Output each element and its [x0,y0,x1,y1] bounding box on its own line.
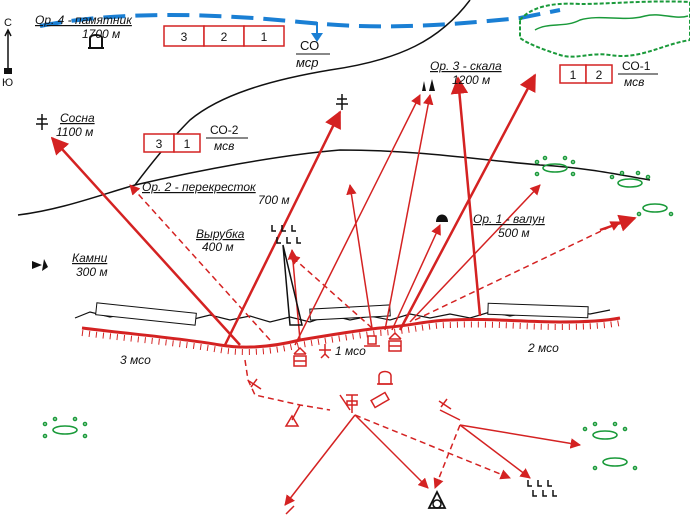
stones-icon [32,259,48,271]
monument-icon [88,34,104,49]
bush-icon [609,170,651,188]
pine-icon [36,114,48,130]
soldier-icon [319,344,331,359]
unit-box-number: 1 [261,30,268,44]
landmark-distance: 700 м [258,193,290,207]
weapon-icon [388,331,402,352]
unit-box-right: 1 2 СО-1 мсв [559,59,658,89]
bush-icon [582,421,628,440]
unit-box-number: 2 [221,30,228,44]
road-middle [134,149,651,186]
bush-icon [534,155,576,177]
clearing-icon [271,225,301,244]
unit-box-number: 1 [570,68,577,82]
clearing-icon-2 [527,480,557,497]
bush-icon [42,416,88,439]
landmark-distance: 1100 м [56,125,93,139]
landmark-name: Ор. 4 - памятник [35,13,133,27]
landmark-name: Ор. 2 - перекресток [142,180,257,194]
landmark-name: Ор. 3 - скала [430,59,502,73]
unit-label: СО [300,38,319,53]
observation-post-icon [427,489,447,509]
command-post-icon [364,335,380,347]
landmark-distance: 1200 м [452,73,490,87]
unit-sublabel: мсв [624,75,644,89]
sector-label: 1 мсо [335,344,366,358]
weapon-icon [293,346,307,367]
landmark-distance: 300 м [76,265,108,279]
landmark-name: Камни [72,251,108,265]
unit-label: СО-1 [622,59,651,73]
pine-icon [336,94,348,110]
front-line-red [81,316,621,349]
compass-icon [4,28,12,74]
road-lower [17,184,136,216]
unit-sublabel: мср [296,55,319,70]
landmark-name: Ор. 1 - валун [473,212,545,226]
flag-icon [284,414,300,427]
boulder-icon [436,214,448,222]
unit-box-middle: 3 1 СО-2 мсв [143,123,248,153]
unit-box-left: 3 2 1 СО мср [163,25,330,70]
unit-sublabel: мсв [214,139,234,153]
sector-label: 3 мсо [120,353,151,367]
landmark-distance: 400 м [202,240,234,254]
unit-box-number: 3 [181,30,188,44]
unit-box-number: 2 [596,68,603,82]
unit-symbols [248,331,452,515]
bush-icon [592,457,638,471]
mortar-icon [346,394,358,413]
rock-icon [422,79,435,91]
bush-icon [636,203,674,217]
landmark-name: Вырубка [196,227,245,241]
weapon-icon-2 [438,398,452,410]
landmark-distance: 1700 м [82,27,120,41]
sector-label: 2 мсо [527,341,559,355]
river [39,8,561,29]
unit-box-number: 1 [184,137,191,151]
compass-south: Ю [2,77,13,89]
vegetation-symbols [42,155,674,471]
unit-label: СО-2 [210,123,239,137]
unit-box-number: 3 [156,137,163,151]
fire-lines [50,73,637,346]
landmark-name: Сосна [60,111,95,125]
tent-icon [377,370,393,385]
rear-fire-lines [244,359,582,506]
weapon-icon-3 [248,378,262,390]
terrain-symbols [4,28,557,509]
forest-area [519,0,690,58]
rear-icon [285,505,295,515]
compass-north: С [4,17,12,29]
landmark-labels: Ор. 4 - памятник 1700 м Ор. 3 - скала 12… [35,13,545,279]
vehicle-icon [370,391,390,409]
landmark-distance: 500 м [498,226,530,240]
